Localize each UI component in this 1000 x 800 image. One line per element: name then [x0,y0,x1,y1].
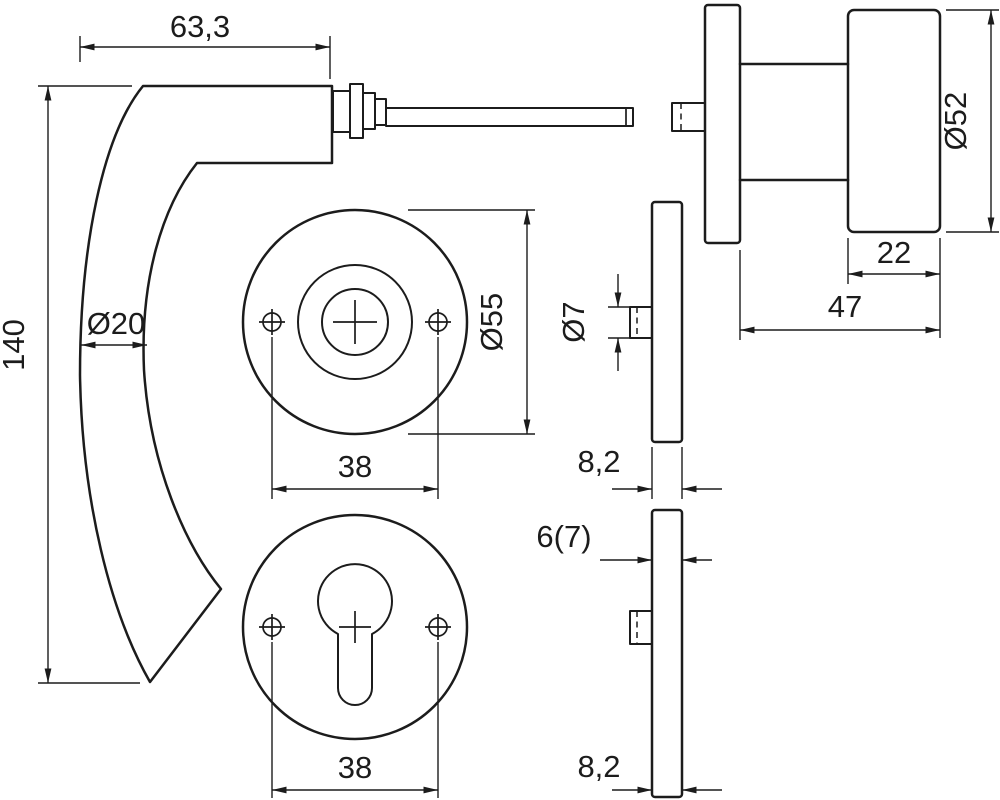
upper-rosette-side-view [629,200,684,444]
dimension-rosette-thickness-lower: 8,2 [577,749,722,794]
dim-label-rosette-diameter: Ø55 [474,293,509,352]
dimension-lever-height: 140 [0,85,140,684]
dim-label-screw-boss-diameter: Ø7 [556,301,591,342]
dimension-projection: 47 [739,250,940,340]
upper-rosette-center-cross [333,300,377,344]
dim-label-grip-diameter: Ø20 [87,306,146,341]
lever-outline [78,84,334,684]
dimension-rosette-thickness-upper: 8,2 [577,444,722,499]
dimension-grip-diameter: Ø20 [81,306,147,349]
spindle-stub [671,102,706,132]
lower-rosette-front-view [241,513,469,741]
dimension-boss-projection: 6(7) [536,519,712,564]
upper-rosette-outer-circle [241,208,469,436]
grip-end-body [846,8,942,234]
dim-label-handle-end-diameter: Ø52 [938,92,973,151]
upper-rosette-bore-circle [321,288,389,356]
dimension-grip-width: 22 [847,235,941,338]
lower-rosette-center-cross [339,611,371,643]
spindle-rod-body [385,107,634,127]
dimension-rosette-diameter: Ø55 [408,209,535,435]
spindle-bushing [332,83,387,139]
upper-rosette-side-body [650,200,684,444]
lower-rosette-screw-right [425,614,451,640]
bushing-step-1 [332,90,351,133]
bushing-ring-1 [362,92,376,130]
handle-end-view [671,3,942,245]
rosette-disc-side [703,3,742,245]
upper-rosette-screw-left [259,309,285,335]
dimension-handle-end-diameter: Ø52 [938,9,999,233]
lower-rosette-side-view [629,508,684,799]
dim-label-lever-height: 140 [0,319,31,371]
lower-rosette-outer-circle [241,513,469,741]
upper-rosette-collar-circle [297,264,413,380]
dimension-lever-length: 63,3 [79,9,331,79]
dim-label-rosette-thickness-lower: 8,2 [577,749,620,784]
dim-label-rosette-thickness-upper: 8,2 [577,444,620,479]
upper-rosette-screw-right [425,309,451,335]
dim-label-screw-spacing-upper: 38 [338,449,372,484]
lower-rosette-screw-left [259,614,285,640]
spindle-rod [385,107,634,127]
upper-rosette-front-view [241,208,469,436]
lower-rosette-side-body [650,508,684,799]
lever-side-view [78,83,634,684]
bushing-ring-2 [374,98,387,126]
dim-label-lever-length: 63,3 [170,9,230,44]
dim-label-boss-projection: 6(7) [536,519,591,554]
dimension-screw-spacing-lower: 38 [271,642,439,798]
lower-screw-boss [629,610,653,645]
dimension-screw-boss-diameter: Ø7 [556,274,630,371]
euro-profile-cutout [317,563,393,706]
dim-label-screw-spacing-lower: 38 [338,750,372,785]
upper-screw-boss [629,306,653,339]
dim-label-projection: 47 [828,289,862,324]
dim-label-grip-width: 22 [877,235,911,270]
bushing-flange [349,83,364,139]
dimension-screw-spacing-upper: 38 [271,337,439,499]
